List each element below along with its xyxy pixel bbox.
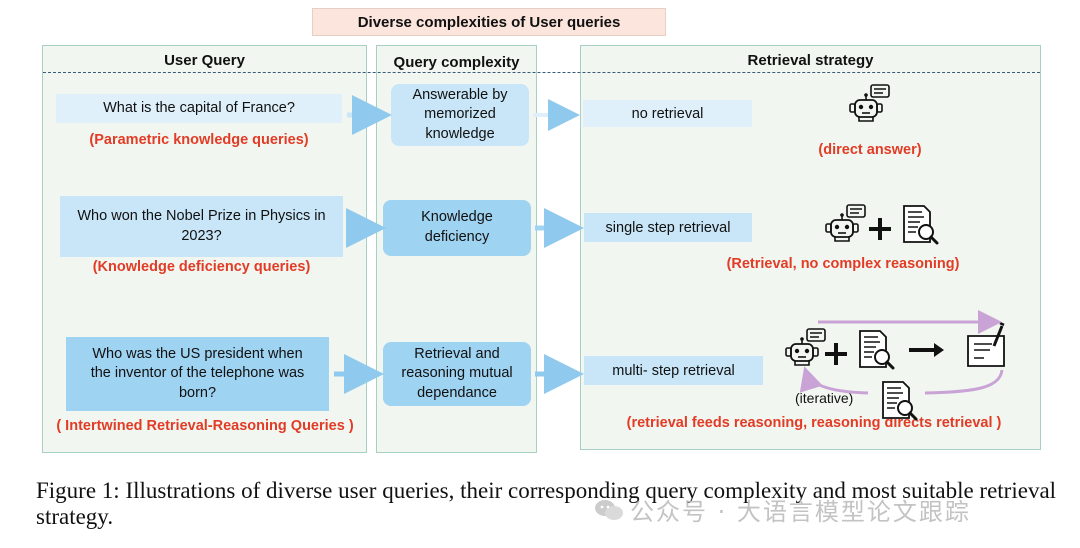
wechat-icon bbox=[595, 499, 623, 520]
figure-caption: Figure 1: Illustrations of diverse user … bbox=[36, 478, 1057, 529]
outcome-1: (direct answer) bbox=[818, 142, 922, 158]
robot-icon bbox=[785, 328, 826, 366]
document-search-icon bbox=[902, 204, 939, 245]
query-box-2: Who won the Nobel Prize in Physics in 20… bbox=[60, 196, 343, 257]
user-query-header: User Query bbox=[164, 52, 245, 69]
document-search-icon bbox=[881, 380, 918, 421]
complexity-box-2: Knowledge deficiency bbox=[383, 200, 531, 256]
query-box-1: What is the capital of France? bbox=[56, 94, 342, 123]
robot-icon bbox=[849, 84, 890, 122]
complexity-box-1: Answerable by memorized knowledge bbox=[391, 84, 529, 146]
complexity-box-3: Retrieval and reasoning mutual dependanc… bbox=[383, 342, 531, 406]
iterative-label: (iterative) bbox=[795, 390, 854, 406]
plus-icon bbox=[825, 343, 847, 365]
outcome-2: (Retrieval, no complex reasoning) bbox=[726, 256, 960, 272]
robot-icon bbox=[825, 204, 866, 242]
strategy-box-2: single step retrieval bbox=[584, 213, 752, 242]
watermark: 公众号 · 大语言模型论文跟踪 bbox=[594, 492, 971, 527]
query-type-3: ( Intertwined Retrieval-Reasoning Querie… bbox=[56, 418, 354, 434]
query-box-3: Who was the US president when the invent… bbox=[66, 337, 329, 411]
query-complexity-header: Query complexity bbox=[393, 54, 520, 71]
right-arrow-icon bbox=[909, 343, 944, 357]
diagram-title: Diverse complexities of User queries bbox=[312, 8, 666, 36]
plus-icon bbox=[869, 218, 891, 240]
watermark-text: 公众号 · 大语言模型论文跟踪 bbox=[630, 498, 971, 526]
strategy-box-3: multi- step retrieval bbox=[584, 356, 763, 385]
strategy-box-1: no retrieval bbox=[583, 100, 752, 127]
retrieval-strategy-header: Retrieval strategy bbox=[747, 52, 874, 69]
query-type-2: (Knowledge deficiency queries) bbox=[92, 259, 311, 275]
outcome-3: (retrieval feeds reasoning, reasoning di… bbox=[626, 415, 1002, 431]
header-divider bbox=[43, 72, 1040, 73]
document-search-icon bbox=[858, 329, 895, 370]
loop-arrow-bottom bbox=[799, 366, 1004, 395]
query-type-1: (Parametric knowledge queries) bbox=[89, 132, 309, 148]
document-edit-icon bbox=[966, 321, 1006, 368]
